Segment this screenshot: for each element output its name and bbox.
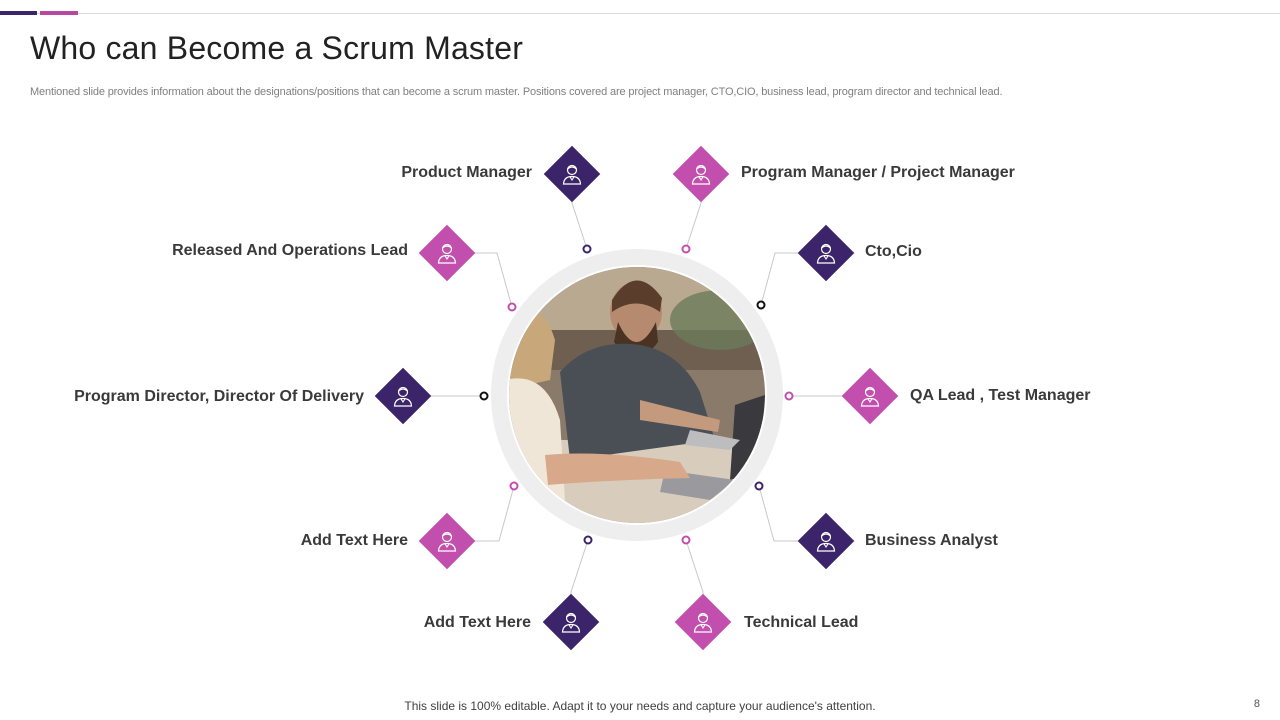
user-icon: [560, 162, 584, 186]
user-icon: [559, 610, 583, 634]
user-icon: [814, 241, 838, 265]
connector-dot: [784, 391, 794, 401]
footer-note: This slide is 100% editable. Adapt it to…: [404, 699, 876, 713]
role-label: Program Director, Director Of Delivery: [74, 388, 364, 405]
role-label: Released And Operations Lead: [172, 242, 408, 259]
connector-dot: [681, 535, 691, 545]
connector-dot: [479, 391, 489, 401]
user-icon: [858, 384, 882, 408]
user-icon: [814, 529, 838, 553]
user-icon: [689, 162, 713, 186]
role-label: Product Manager: [401, 164, 532, 181]
connector-dot: [754, 481, 764, 491]
connector-dots: [479, 244, 794, 545]
user-icon: [691, 610, 715, 634]
slide-title: Who can Become a Scrum Master: [30, 30, 524, 66]
connector-dot: [681, 244, 691, 254]
top-divider: [0, 13, 1280, 14]
role-label: Add Text Here: [423, 614, 531, 631]
accent-bar-pink: [40, 11, 78, 15]
connector-dot: [507, 302, 517, 312]
accent-bar-purple: [0, 11, 37, 15]
role-label: Technical Lead: [744, 614, 859, 631]
connector-dot: [583, 535, 593, 545]
connector-dot: [509, 481, 519, 491]
role-label: Cto,Cio: [865, 243, 922, 260]
role-label: Add Text Here: [300, 532, 408, 549]
user-icon: [435, 529, 459, 553]
slide-subtitle: Mentioned slide provides information abo…: [30, 86, 1003, 98]
role-label: QA Lead , Test Manager: [910, 387, 1091, 404]
connector-dot: [582, 244, 592, 254]
page-number: 8: [1253, 698, 1260, 710]
user-icon: [435, 241, 459, 265]
user-icon: [391, 384, 415, 408]
connector-dot: [756, 300, 766, 310]
role-label: Business Analyst: [865, 532, 998, 549]
role-label: Program Manager / Project Manager: [741, 164, 1015, 181]
